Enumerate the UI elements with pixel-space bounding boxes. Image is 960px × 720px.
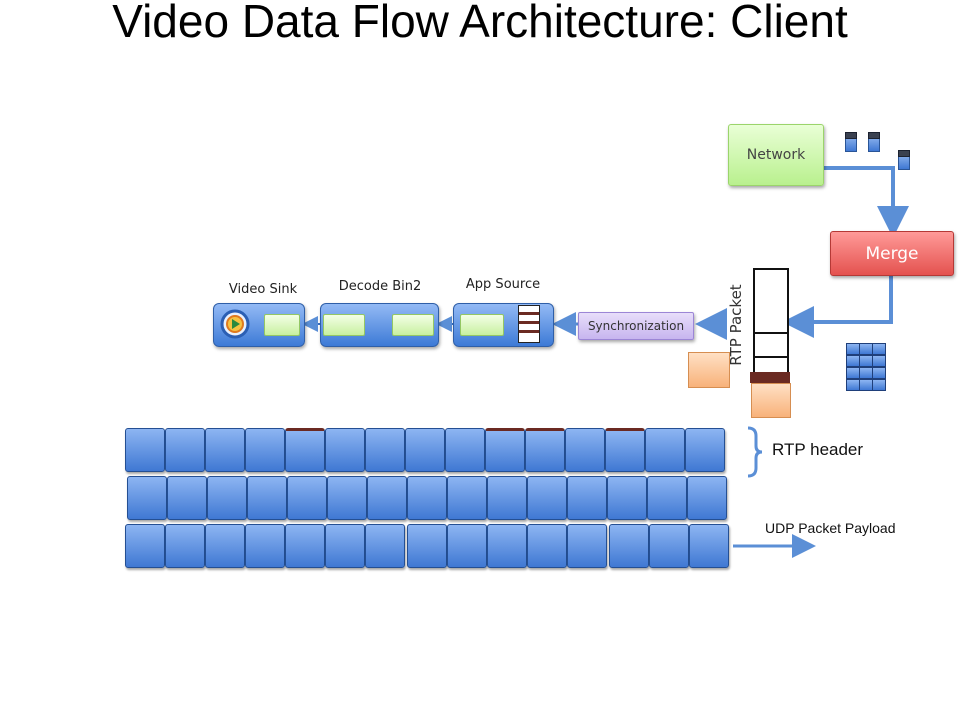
packet-cell <box>285 524 325 568</box>
packet-cell <box>567 524 607 568</box>
packet-icon <box>846 355 860 367</box>
packet-row-body <box>125 476 735 522</box>
packet-cell <box>287 476 327 520</box>
packet-cell <box>247 476 287 520</box>
synchronization-node: Synchronization <box>578 312 694 340</box>
packet-cell <box>527 476 567 520</box>
packet-row-payload <box>125 524 735 572</box>
packet-cell <box>605 428 645 472</box>
packet-cell <box>647 476 687 520</box>
packet-cell <box>689 524 729 568</box>
packet-cell <box>325 524 365 568</box>
packet-cell <box>367 476 407 520</box>
packet-icon <box>872 343 886 355</box>
decode-bin-sink-pad <box>323 314 365 336</box>
media-player-icon <box>220 309 250 339</box>
packet-cell <box>485 428 525 472</box>
network-label: Network <box>746 147 806 163</box>
udp-payload-label: UDP Packet Payload <box>765 520 896 536</box>
packet-icon <box>872 355 886 367</box>
incoming-packet-icon <box>845 132 857 152</box>
packet-cell <box>125 428 165 472</box>
packet-cell <box>205 428 245 472</box>
packet-cell <box>165 428 205 472</box>
packet-grid <box>125 428 735 574</box>
synchronization-label: Synchronization <box>587 319 685 333</box>
packet-cell <box>607 476 647 520</box>
packet-row-header <box>125 428 735 474</box>
packet-cell <box>527 524 567 568</box>
rtp-packet-label: RTP Packet <box>727 284 745 366</box>
packet-icon <box>846 367 860 379</box>
incoming-packet-icon <box>898 150 910 170</box>
packet-cell <box>327 476 367 520</box>
queue-slot <box>519 312 539 315</box>
rtp-packet-divider <box>755 356 787 358</box>
rtp-packet-divider <box>755 332 787 334</box>
payload-block <box>688 352 730 388</box>
packet-icon <box>846 343 860 355</box>
packet-cell <box>207 476 247 520</box>
packet-cell <box>445 428 485 472</box>
packet-cell <box>609 524 649 568</box>
queue-slot <box>519 330 539 333</box>
queue-slot <box>519 321 539 324</box>
merge-label: Merge <box>865 243 919 264</box>
app-source-pad <box>460 314 504 336</box>
rtp-header-label: RTP header <box>772 440 864 459</box>
packet-cell <box>649 524 689 568</box>
packet-cell <box>245 428 285 472</box>
incoming-packet-icon <box>868 132 880 152</box>
video-sink-label: Video Sink <box>228 282 298 297</box>
packet-icon <box>872 367 886 379</box>
packet-cell <box>487 524 527 568</box>
network-to-merge-arrow <box>824 166 909 238</box>
merge-to-rtp-packet-arrow <box>782 274 893 338</box>
packet-icon <box>859 343 873 355</box>
packet-cell <box>687 476 727 520</box>
video-sink-pad <box>264 314 300 336</box>
page-title: Video Data Flow Architecture: Client <box>112 0 848 47</box>
packet-cell <box>205 524 245 568</box>
packet-cell <box>165 524 205 568</box>
packet-cell <box>365 524 405 568</box>
rtp-payload-block <box>751 383 791 418</box>
packet-icon <box>846 379 860 391</box>
rtp-header-block <box>750 372 790 383</box>
packet-icon <box>859 355 873 367</box>
packet-cell <box>407 476 447 520</box>
packet-cell <box>525 428 565 472</box>
packet-cell <box>365 428 405 472</box>
merge-node: Merge <box>830 231 954 276</box>
merged-packets <box>846 343 886 391</box>
packet-cell <box>127 476 167 520</box>
packet-cell <box>407 524 447 568</box>
packet-cell <box>245 524 285 568</box>
rtp-header-brace <box>747 426 763 478</box>
decode-bin-src-pad <box>392 314 434 336</box>
packet-icon <box>859 367 873 379</box>
packet-cell <box>325 428 365 472</box>
packet-cell <box>567 476 607 520</box>
packet-cell <box>405 428 445 472</box>
packet-cell <box>125 524 165 568</box>
packet-cell <box>285 428 325 472</box>
app-source-label: App Source <box>465 277 541 292</box>
packet-icon <box>872 379 886 391</box>
packet-cell <box>447 476 487 520</box>
decode-bin-label: Decode Bin2 <box>338 279 422 294</box>
packet-cell <box>167 476 207 520</box>
rtp-packet-stack <box>753 268 789 384</box>
packet-cell <box>565 428 605 472</box>
packet-cell <box>487 476 527 520</box>
app-source-queue <box>518 305 540 343</box>
packet-cell <box>447 524 487 568</box>
packet-cell <box>645 428 685 472</box>
packet-icon <box>859 379 873 391</box>
network-node: Network <box>728 124 824 186</box>
packet-cell <box>685 428 725 472</box>
